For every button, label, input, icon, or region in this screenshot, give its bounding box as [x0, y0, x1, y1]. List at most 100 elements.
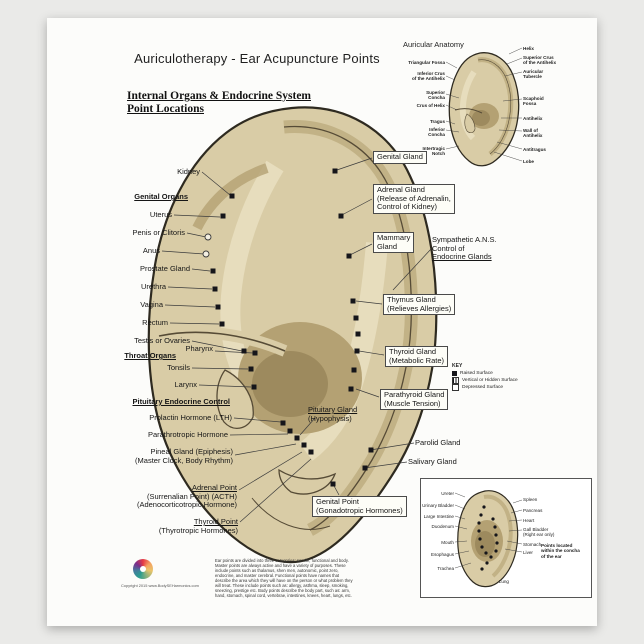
poster: Auriculotherapy - Ear Acupuncture Points…	[47, 18, 597, 626]
leader-line	[508, 47, 523, 55]
striped-square-icon	[452, 377, 459, 384]
label-rectum: Rectum	[142, 318, 168, 327]
label-ureter: Ureter	[441, 491, 454, 496]
filled-square-icon	[452, 371, 457, 376]
label-spleen: Spleen	[523, 497, 538, 502]
label-liver: Liver	[523, 550, 533, 555]
leader-line	[445, 120, 456, 125]
organ-leader-lines-group	[454, 492, 523, 569]
leader-line	[512, 499, 523, 504]
leader-line	[445, 129, 460, 133]
label-urethra: Urethra	[140, 282, 166, 291]
label-tonsils: Tonsils	[167, 363, 190, 372]
key-item: Vertical or Hidden Surface	[452, 377, 562, 384]
label-esophagus: Esophagus	[431, 552, 454, 557]
label-throat-organs: Throat Organs	[124, 351, 176, 360]
leader-line	[445, 61, 458, 69]
label-genital-organs: Genital Organs	[134, 192, 188, 201]
label-anus: Anus	[142, 246, 160, 255]
leader-line	[454, 540, 468, 543]
label-larynx: Larynx	[174, 380, 197, 389]
label-duodenum: Duodenum	[431, 524, 454, 529]
leader-line	[445, 75, 456, 81]
label-parathyroid-gland: Parathyroid Gland(Muscle Tension)	[380, 389, 449, 411]
organ-inset-caption: Points located within the concha of the …	[541, 543, 580, 559]
label-pancreas: Pancreas	[523, 508, 543, 513]
key-item-label: Vertical or Hidden Surface	[462, 378, 518, 383]
label-heart: Heart	[523, 518, 535, 523]
label-gall-bladder: Gall Bladder(Right ear only)	[523, 527, 555, 538]
poster-title: Auriculotherapy - Ear Acupuncture Points	[134, 51, 380, 66]
leader-line	[454, 562, 472, 569]
leader-line	[445, 93, 460, 99]
anatomy-leader-lines-svg	[445, 47, 523, 162]
label-antihelix: Antihelix	[523, 116, 543, 121]
anatomy-leader-lines-group	[445, 47, 523, 162]
leader-line	[506, 540, 523, 545]
label-crus-of-helix: Crus of Helix	[416, 103, 445, 108]
organ-mini-ear-svg	[457, 490, 519, 588]
label-stomach: Stomach	[523, 542, 542, 547]
leader-line	[508, 519, 523, 522]
label-helix: Helix	[523, 46, 534, 51]
key-item-label: Depressed Surface	[462, 385, 504, 390]
label-pituitary-endocrine-control: Pituitary Endocrine Control	[132, 397, 230, 406]
label-parathrotropic-hormone: Parathrotropic Hormone	[147, 430, 228, 439]
label-genital-gland: Genital Gland	[373, 151, 427, 164]
leader-line	[498, 129, 523, 132]
anatomy-inset-title: Auricular Anatomy	[403, 40, 464, 49]
label-prostate-gland: Prostate Gland	[139, 264, 190, 273]
anatomy-mini-ear-svg	[448, 52, 520, 167]
leader-line	[454, 515, 466, 520]
key-item: Raised Surface	[452, 370, 562, 377]
leader-line	[504, 548, 523, 553]
label-genital-point: Genital Point(Gonadotropic Hormones)	[312, 496, 407, 518]
label-adrenal-gland: Adrenal Gland(Release of Adrenalin,Contr…	[373, 184, 455, 214]
leader-line	[508, 529, 523, 532]
label-large-intestine: Large Intestine	[423, 514, 454, 519]
leader-line	[445, 145, 460, 150]
label-lobe: Lobe	[523, 159, 534, 164]
label-vagina: Vagina	[140, 300, 163, 309]
leader-line	[506, 57, 523, 65]
label-trachea: Trachea	[437, 566, 454, 571]
key-item-label: Raised Surface	[460, 371, 493, 376]
copyright-text: Copyright 2015 www.BodySEHarmonics.com	[121, 583, 199, 588]
label-antitragus: Antitragus	[523, 147, 546, 152]
organ-points	[477, 505, 499, 571]
label-urinary-bladder: Urinary Bladder	[422, 503, 454, 508]
label-thyroid-gland: Thyroid Gland(Metabolic Rate)	[385, 346, 449, 368]
subtitle-line-1: Internal Organs & Endocrine System	[127, 90, 311, 102]
label-penis-or-clitoris: Penis or Clitoris	[132, 228, 185, 237]
leader-line	[454, 504, 466, 510]
label-salivary-gland: Salivary Gland	[408, 457, 457, 466]
leader-line	[496, 141, 523, 150]
label-tragus: Tragus	[429, 119, 445, 124]
label-mouth: Mouth	[441, 540, 454, 545]
organ-leader-lines-svg	[454, 492, 523, 569]
label-kidney: Kidney	[177, 167, 200, 176]
leader-line	[454, 525, 468, 530]
leader-line	[493, 151, 523, 162]
leader-line	[454, 550, 470, 555]
leader-line	[445, 104, 458, 111]
label-pituitary-gland: Pituitary Gland(Hypophysis)	[308, 405, 358, 423]
fine-print: Ear points are divided into three catego…	[215, 558, 353, 598]
leader-line	[510, 509, 523, 514]
